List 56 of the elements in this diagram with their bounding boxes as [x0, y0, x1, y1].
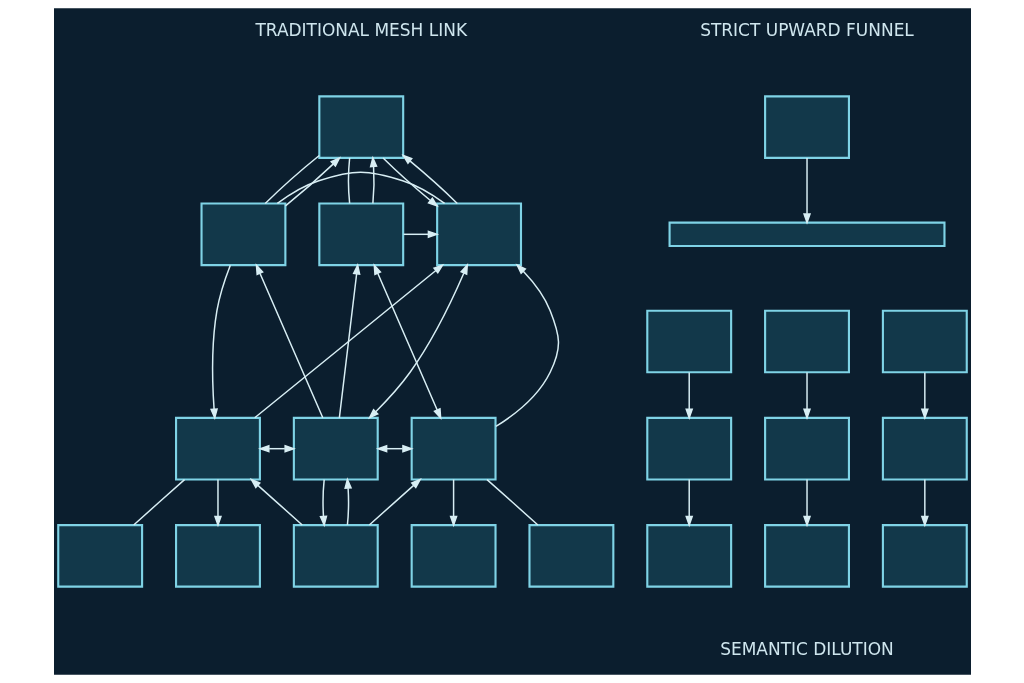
node-box — [645, 309, 732, 374]
arrow — [255, 263, 324, 419]
arrow — [920, 478, 929, 528]
node-box — [527, 524, 614, 588]
node-box — [174, 416, 261, 481]
node-box — [292, 416, 379, 481]
label: STRICT UPWARD FUNNEL — [699, 19, 914, 40]
arrow — [449, 478, 458, 528]
node-box — [881, 309, 968, 374]
connector — [132, 478, 185, 526]
arrow — [284, 156, 341, 207]
arrow — [343, 477, 352, 526]
label: SEMANTIC DILUTION — [719, 639, 894, 660]
arrow — [368, 478, 422, 526]
arrow — [402, 230, 439, 239]
node-box — [410, 416, 497, 481]
node-box — [763, 524, 850, 588]
connector — [485, 478, 539, 526]
arrow — [372, 263, 442, 420]
node-box — [645, 524, 732, 588]
arrow — [209, 264, 231, 420]
arrow — [684, 371, 693, 420]
node-box — [317, 95, 404, 159]
arrow — [494, 263, 559, 428]
connector — [264, 154, 320, 205]
arrow — [381, 157, 439, 208]
arrow — [802, 371, 811, 420]
node-box — [881, 524, 968, 588]
node-box — [292, 524, 379, 588]
node-box — [174, 524, 261, 588]
arrow — [802, 478, 811, 528]
arrow — [367, 263, 468, 420]
arrow — [920, 371, 929, 420]
node-box — [435, 202, 522, 267]
node-box — [317, 202, 404, 267]
node-box — [199, 202, 286, 267]
node-box — [881, 416, 968, 481]
arrow — [400, 154, 458, 205]
arrow — [802, 157, 811, 225]
node-box — [410, 524, 497, 588]
arrow — [369, 155, 378, 205]
arrow — [684, 478, 693, 528]
connector — [276, 171, 445, 205]
arrow — [318, 478, 327, 528]
node-box — [645, 416, 732, 481]
node-box — [763, 309, 850, 374]
arrow — [249, 478, 303, 526]
node-box — [56, 524, 143, 588]
arrow — [213, 478, 222, 528]
arrow — [253, 263, 444, 419]
node-box — [763, 95, 850, 159]
arrow — [338, 263, 361, 419]
node-bar — [668, 221, 946, 248]
node-box — [763, 416, 850, 481]
connector — [347, 157, 350, 205]
label: TRADITIONAL MESH LINK — [254, 19, 467, 40]
